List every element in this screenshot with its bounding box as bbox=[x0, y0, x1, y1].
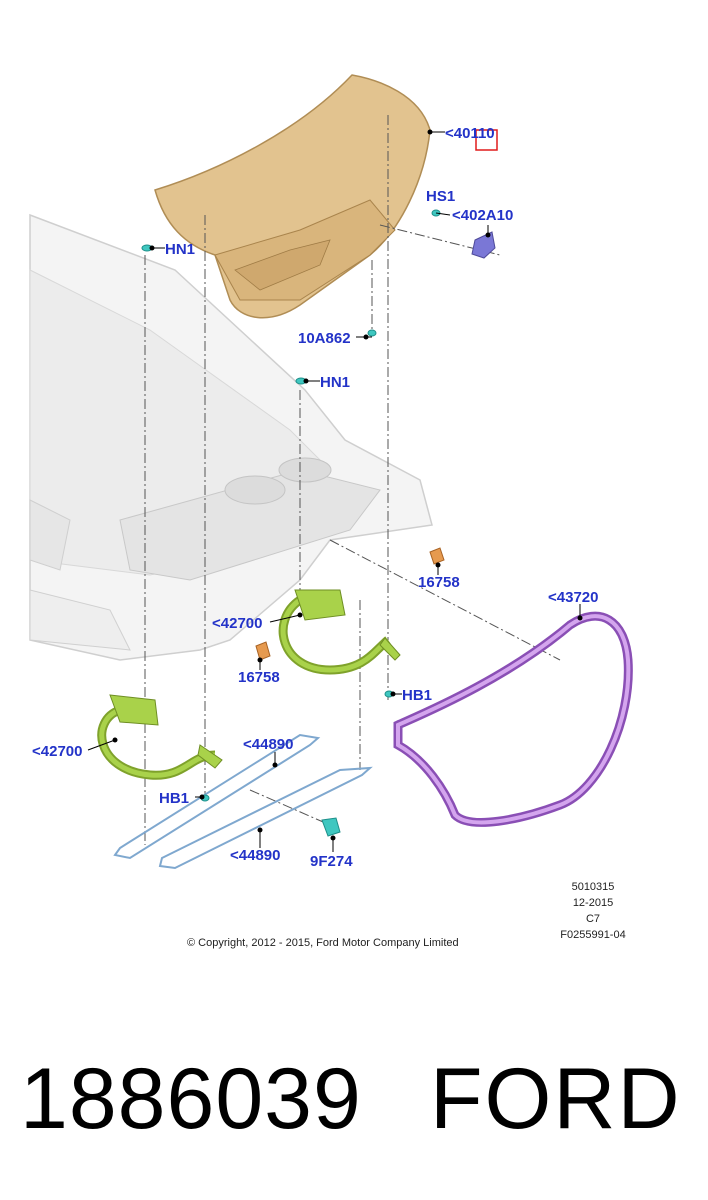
label-clip-left: 16758 bbox=[238, 669, 280, 686]
label-latch: <402A10 bbox=[452, 207, 513, 224]
label-hb1-left: HB1 bbox=[159, 790, 189, 807]
decklid-part bbox=[154, 74, 431, 319]
bracket-part bbox=[321, 817, 341, 837]
info-date: 12-2015 bbox=[573, 897, 613, 909]
label-bumper: 10A862 bbox=[298, 330, 351, 347]
assembly-lines bbox=[144, 115, 561, 845]
label-hinge-upper: <42700 bbox=[212, 615, 262, 632]
label-hinge-lower: <42700 bbox=[32, 743, 82, 760]
callout-dots bbox=[112, 129, 583, 841]
info-figure: F0255991-04 bbox=[560, 929, 625, 941]
hinge-lower bbox=[97, 694, 223, 780]
label-rod-lower: <44890 bbox=[230, 847, 280, 864]
hinge-upper bbox=[278, 589, 401, 675]
label-decklid: <40110 bbox=[445, 125, 495, 142]
vehicle-body bbox=[29, 213, 433, 661]
label-rod-upper: <44890 bbox=[243, 736, 293, 753]
torsion-rods bbox=[113, 733, 373, 870]
label-weatherstrip: <43720 bbox=[548, 589, 598, 606]
label-hn1-center: HN1 bbox=[320, 374, 350, 391]
info-rev: C7 bbox=[586, 913, 600, 925]
footer: 1886039 FORD bbox=[0, 1040, 708, 1160]
copyright-text: © Copyright, 2012 - 2015, Ford Motor Com… bbox=[187, 937, 459, 949]
label-clip-right: 16758 bbox=[418, 574, 460, 591]
label-hb1-right: HB1 bbox=[402, 687, 432, 704]
label-hs1: HS1 bbox=[426, 188, 455, 205]
info-code: 5010315 bbox=[572, 881, 615, 893]
label-bracket: 9F274 bbox=[310, 853, 353, 870]
weatherstrip-part bbox=[393, 611, 633, 827]
brand-name: FORD bbox=[430, 1051, 682, 1147]
latch-part bbox=[471, 231, 496, 259]
label-hn1-left: HN1 bbox=[165, 241, 195, 258]
part-number: 1886039 bbox=[20, 1051, 362, 1147]
clips bbox=[255, 547, 445, 661]
highlight-marker bbox=[475, 129, 498, 151]
exploded-parts-diagram: <40110 HS1 <402A10 HN1 HN1 10A862 16758 … bbox=[29, 74, 633, 949]
